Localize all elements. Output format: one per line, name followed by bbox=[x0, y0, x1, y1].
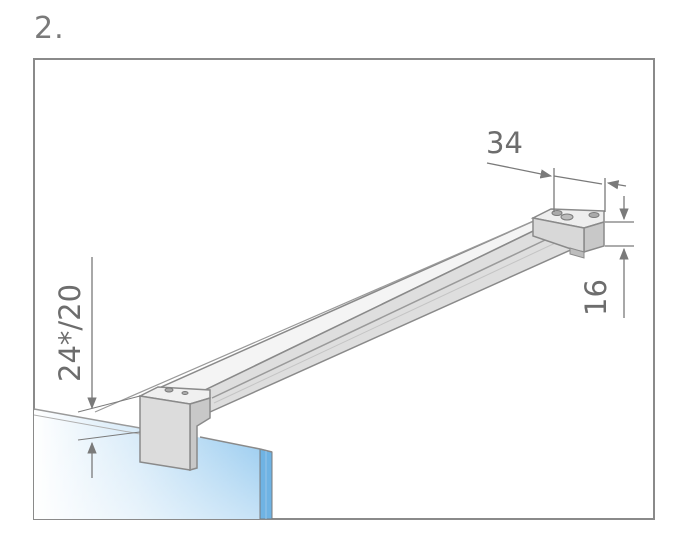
end-fitting bbox=[530, 208, 605, 259]
step-number: 2. bbox=[34, 11, 65, 46]
wall-bracket-label: 24*/20 bbox=[53, 284, 87, 382]
glass-clamp bbox=[137, 386, 211, 471]
dimension-wall-bracket bbox=[77, 257, 141, 478]
width-label: 34 bbox=[486, 126, 523, 160]
height-label: 16 bbox=[579, 279, 613, 316]
stabilizer-bar bbox=[94, 219, 577, 414]
glass-panel bbox=[34, 408, 273, 519]
dimension-height bbox=[605, 196, 634, 318]
dimension-width bbox=[486, 162, 627, 212]
